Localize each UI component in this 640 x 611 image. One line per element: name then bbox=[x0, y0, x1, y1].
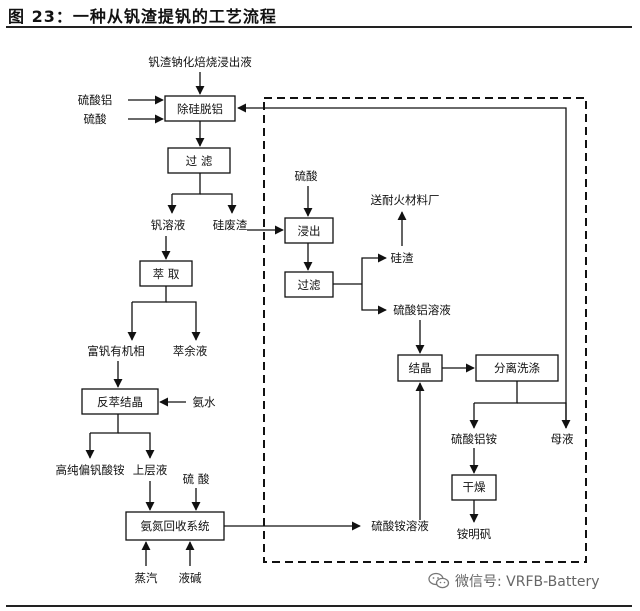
split-separate-wash bbox=[474, 381, 518, 404]
label-feed-acid-2: 硫 酸 bbox=[183, 472, 210, 486]
label-mother-liquor: 母液 bbox=[551, 432, 574, 446]
box-extract bbox=[139, 260, 193, 287]
label-strip: 反萃结晶 bbox=[97, 395, 143, 409]
recycle-boundary bbox=[263, 97, 587, 563]
label-upper-liquor: 上层液 bbox=[133, 463, 168, 477]
label-v-organic: 富钒有机相 bbox=[87, 344, 145, 358]
box-desilicon bbox=[164, 95, 236, 122]
label-v-solution: 钒溶液 bbox=[151, 218, 186, 232]
label-product-alum: 铵明矾 bbox=[457, 527, 492, 541]
watermark-text: 微信号: VRFB-Battery bbox=[455, 574, 600, 590]
label-alum-ammonium: 硫酸铝铵 bbox=[451, 432, 497, 446]
label-amm-sulfate-sol: 硫酸铵溶液 bbox=[371, 519, 429, 533]
label-separate-wash: 分离洗涤 bbox=[494, 361, 540, 375]
label-caustic: 液碱 bbox=[179, 571, 202, 585]
label-feed-al-sulfate: 硫酸铝 bbox=[78, 93, 113, 107]
label-ammonia: 氨水 bbox=[193, 395, 216, 409]
box-filter-2 bbox=[284, 271, 334, 298]
flow-arrows bbox=[85, 72, 571, 566]
label-filter-2: 过滤 bbox=[298, 278, 321, 292]
label-feed-acid-1: 硫酸 bbox=[84, 112, 107, 126]
wechat-icon bbox=[428, 572, 450, 589]
arrow-to-upper-liquor bbox=[118, 432, 155, 459]
arrow-to-mother-liquor bbox=[517, 402, 571, 429]
label-al-sulfate-sol: 硫酸铝溶液 bbox=[393, 303, 451, 317]
box-filter-1 bbox=[167, 147, 231, 174]
label-start: 钒渣钠化焙烧浸出液 bbox=[148, 55, 252, 69]
node-labels: 钒渣钠化焙烧浸出液 硫酸铝 硫酸 除硅脱铝 过 滤 钒溶液 硅废渣 萃 取 富钒… bbox=[56, 55, 574, 585]
label-si-waste: 硅废渣 bbox=[213, 218, 248, 232]
label-to-refractory: 送耐火材料厂 bbox=[371, 193, 440, 207]
label-feed-acid-3: 硫酸 bbox=[295, 169, 318, 183]
box-strip bbox=[81, 388, 159, 415]
label-leach: 浸出 bbox=[298, 224, 321, 238]
split-strip bbox=[90, 414, 119, 434]
label-product-amv: 高纯偏钒酸铵 bbox=[56, 463, 125, 477]
label-dry: 干燥 bbox=[463, 480, 486, 494]
label-recovery: 氨氮回收系统 bbox=[141, 519, 210, 533]
split-filter-1 bbox=[172, 173, 201, 195]
arrow-to-al-sulfate-sol bbox=[361, 284, 387, 315]
figure-title: 图 23：一种从钒渣提钒的工艺流程 bbox=[8, 7, 277, 26]
arrow-mother-liquor-recycle bbox=[237, 103, 567, 428]
arrow-to-si-waste bbox=[200, 193, 237, 214]
label-si-residue: 硅渣 bbox=[391, 251, 414, 265]
arrow-to-si-residue bbox=[361, 253, 387, 284]
bottom-rule bbox=[6, 605, 632, 607]
label-desilicon: 除硅脱铝 bbox=[177, 102, 223, 116]
box-leach bbox=[284, 217, 334, 244]
label-crystallize: 结晶 bbox=[409, 361, 432, 375]
split-extract bbox=[132, 286, 167, 303]
arrow-to-raffinate bbox=[166, 301, 201, 341]
label-extract: 萃 取 bbox=[153, 267, 180, 281]
label-raffinate: 萃余液 bbox=[173, 344, 208, 358]
label-steam: 蒸汽 bbox=[135, 571, 158, 585]
label-filter-1: 过 滤 bbox=[186, 154, 213, 168]
watermark: 微信号: VRFB-Battery bbox=[428, 571, 600, 591]
box-crystallize bbox=[397, 354, 443, 382]
title-rule bbox=[6, 26, 632, 28]
